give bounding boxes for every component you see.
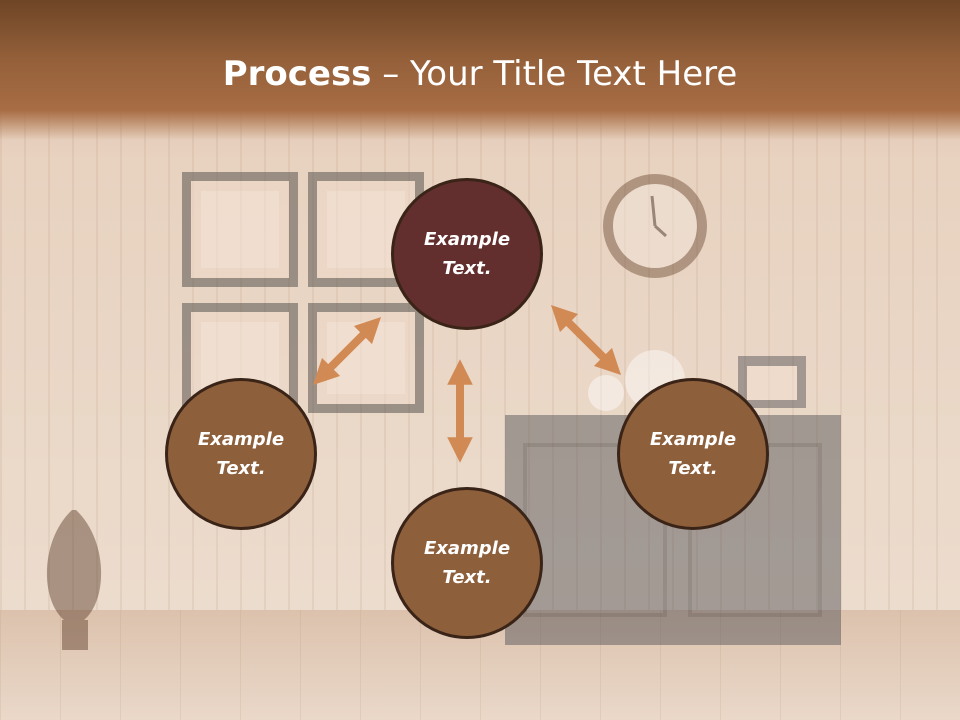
- arrow-left-top: [312, 316, 382, 386]
- title-band: [0, 0, 960, 140]
- process-node-left: Example Text.: [165, 378, 317, 530]
- title-bold: Process: [222, 54, 372, 94]
- process-node-bottom: Example Text.: [391, 487, 543, 639]
- process-node-right: Example Text.: [617, 378, 769, 530]
- picture-frame: [182, 172, 298, 287]
- arrow-top-right: [550, 304, 622, 376]
- node-label: Example Text.: [649, 429, 737, 479]
- node-label: Example Text.: [197, 429, 285, 479]
- page-title: Process – Your Title Text Here: [0, 52, 960, 96]
- title-rest: – Your Title Text Here: [371, 54, 738, 94]
- node-label: Example Text.: [423, 229, 511, 279]
- node-label: Example Text.: [423, 538, 511, 588]
- process-node-top: Example Text.: [391, 178, 543, 330]
